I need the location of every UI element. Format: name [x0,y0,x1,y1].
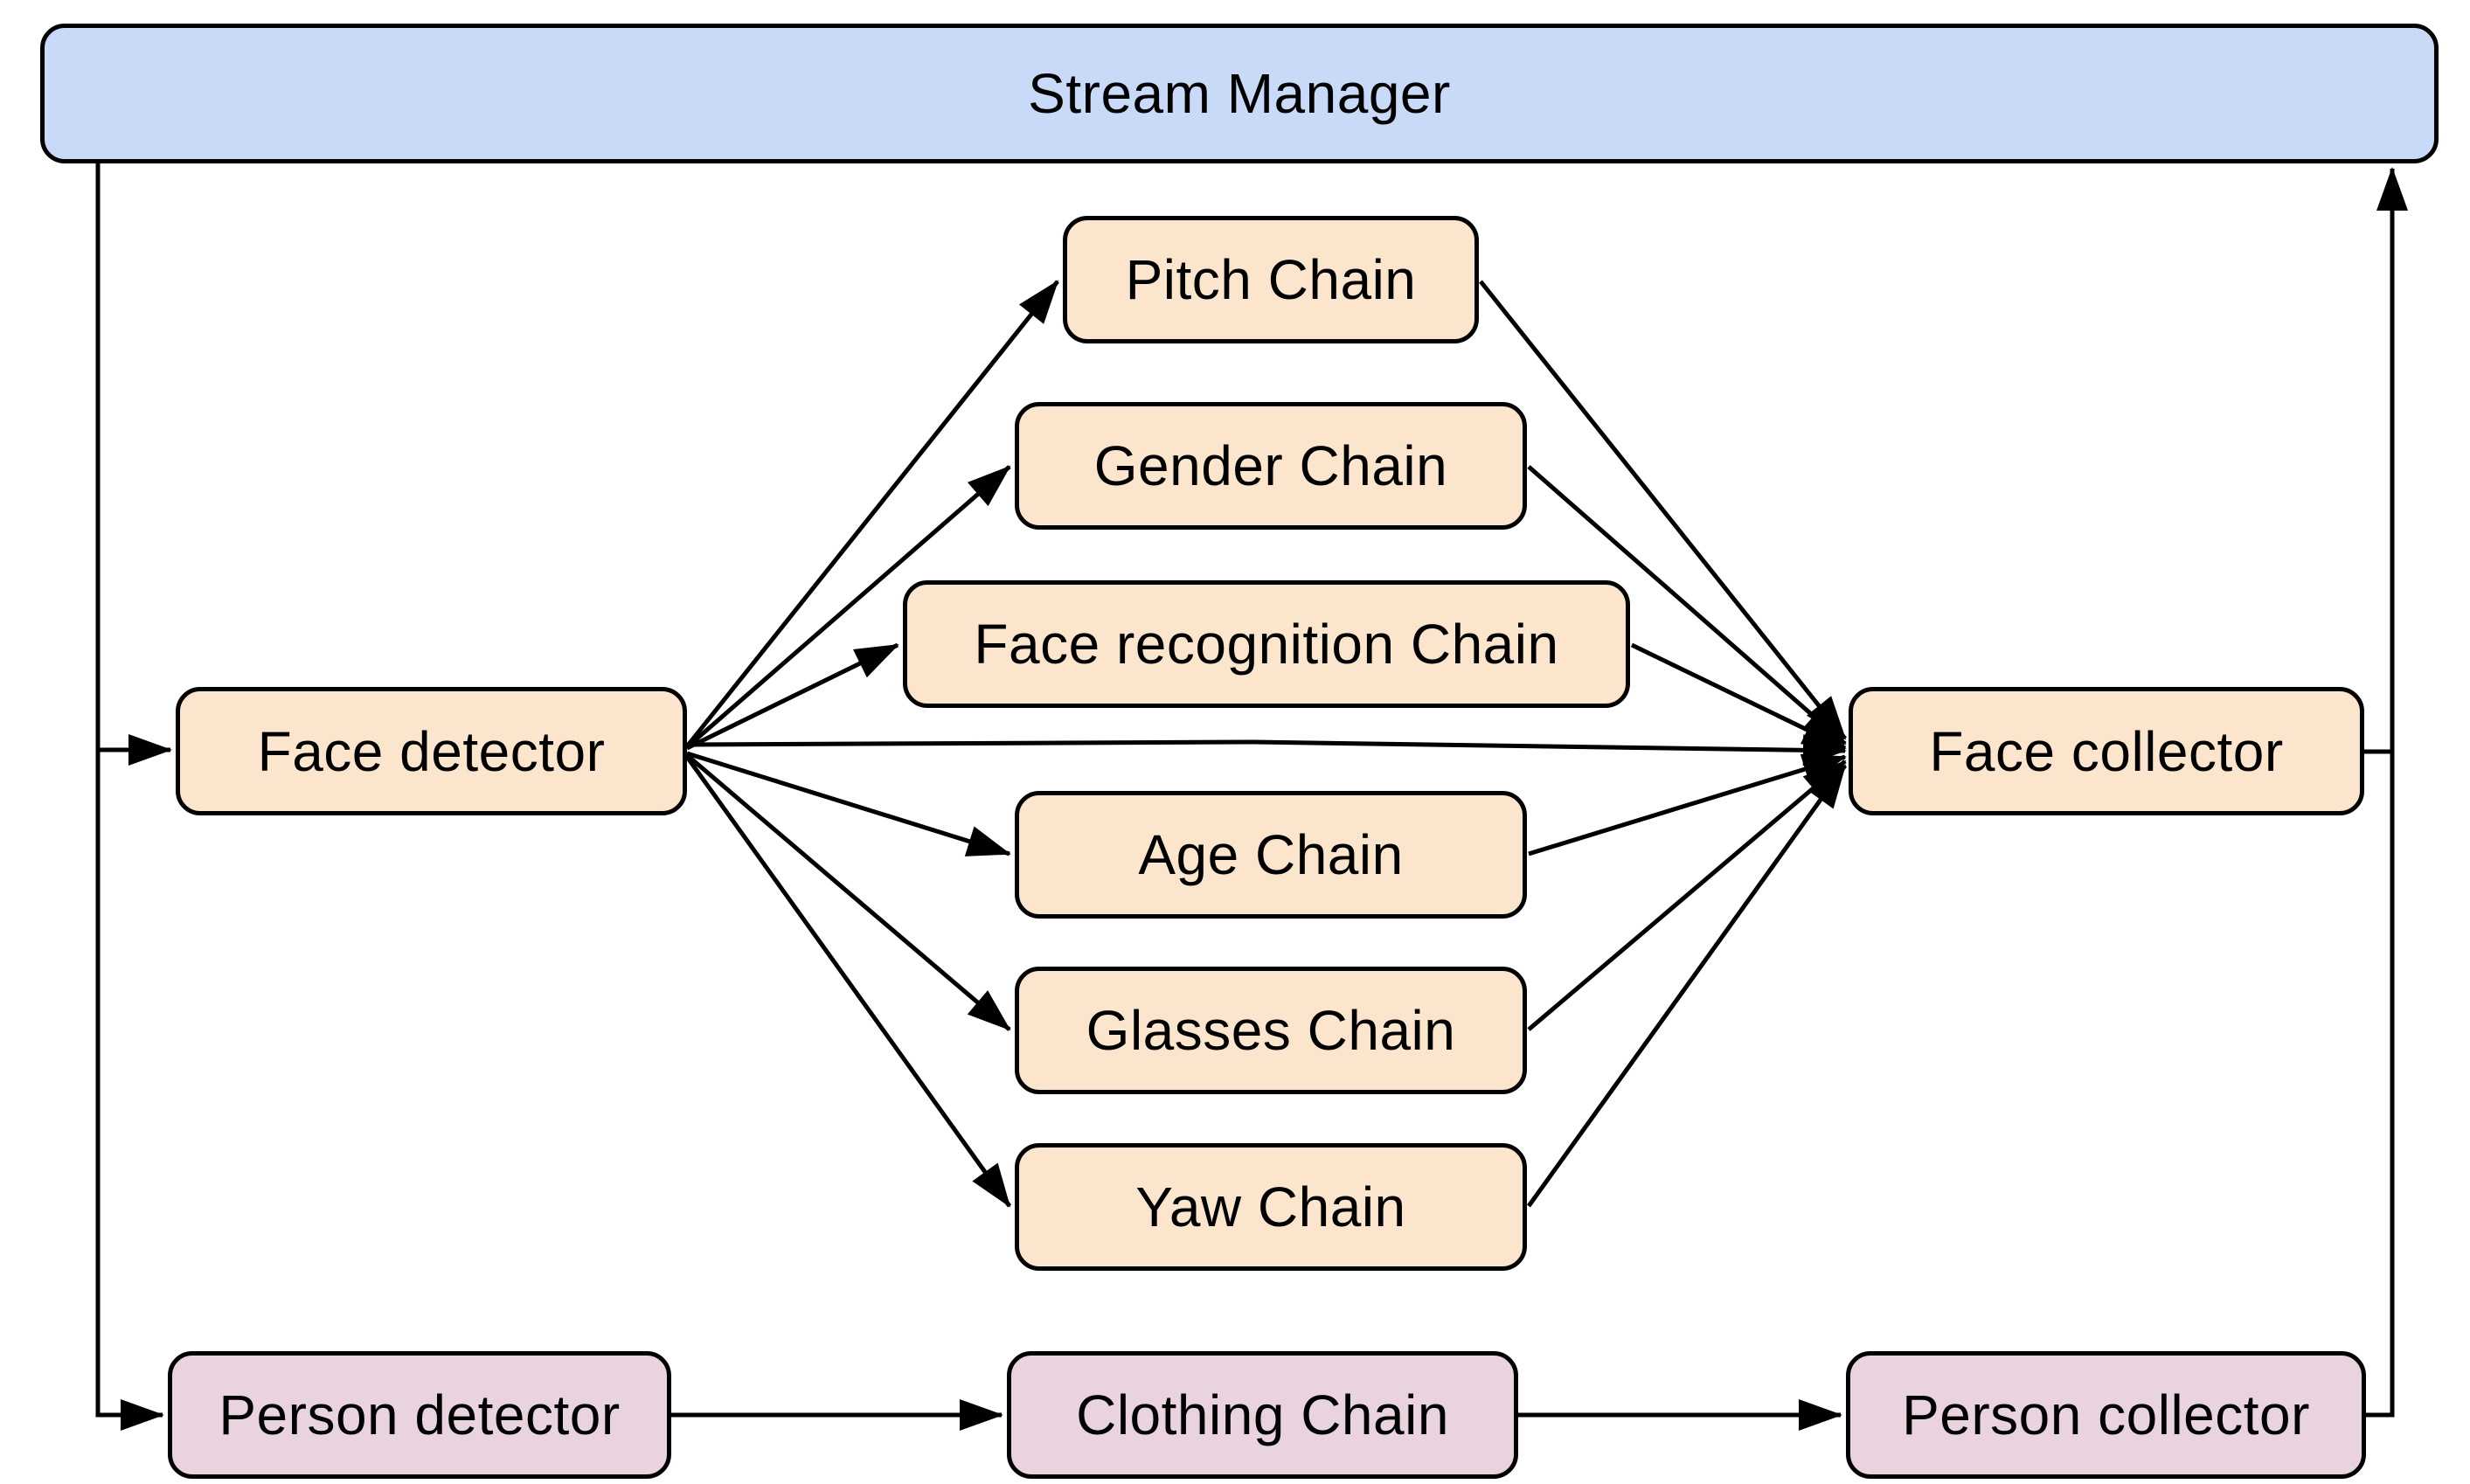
yaw-chain-label: Yaw Chain [1135,1175,1406,1238]
node-person-collector: Person collector [1846,1351,2366,1479]
node-glasses-chain: Glasses Chain [1015,967,1527,1094]
node-person-detector: Person detector [168,1351,671,1479]
glasses-chain-label: Glasses Chain [1086,999,1456,1062]
node-stream-manager: Stream Manager [40,24,2439,163]
node-pitch-chain: Pitch Chain [1063,216,1479,343]
gender-chain-label: Gender Chain [1093,434,1448,497]
pitch-chain-label: Pitch Chain [1125,248,1417,311]
edge-glasses-chain-to-face-collector [1527,759,1847,1031]
node-clothing-chain: Clothing Chain [1007,1351,1518,1479]
node-face-detector: Face detector [176,687,687,815]
edge-face-detector-to-yaw-chain [684,755,1012,1208]
stream-manager-label: Stream Manager [1028,62,1451,125]
edge-age-chain-to-face-collector [1528,753,1847,856]
edge-face-detector-to-age-chain [686,751,1011,856]
clothing-chain-label: Clothing Chain [1076,1383,1449,1446]
edge-face-detector-to-face-collector [686,734,1847,766]
edge-face-detector-to-face-recognition-chain [685,642,899,751]
node-yaw-chain: Yaw Chain [1015,1143,1527,1271]
face-detector-label: Face detector [257,719,606,783]
edge-stream-manager-to-person-detector [95,163,164,1431]
node-age-chain: Age Chain [1015,791,1527,919]
edge-face-detector-to-glasses-chain [685,753,1011,1031]
age-chain-label: Age Chain [1138,823,1404,886]
person-collector-label: Person collector [1902,1383,2310,1446]
edge-person-collector-to-stream-manager [2366,167,2408,1418]
node-face-recognition-chain: Face recognition Chain [903,580,1630,708]
edge-yaw-chain-to-face-collector [1526,764,1848,1208]
person-detector-label: Person detector [219,1383,621,1446]
face-collector-label: Face collector [1929,719,2284,783]
face-recognition-chain-label: Face recognition Chain [974,613,1559,676]
edge-face-recognition-chain-to-face-collector [1630,642,1847,751]
node-face-collector: Face collector [1849,687,2364,815]
node-gender-chain: Gender Chain [1015,402,1527,530]
